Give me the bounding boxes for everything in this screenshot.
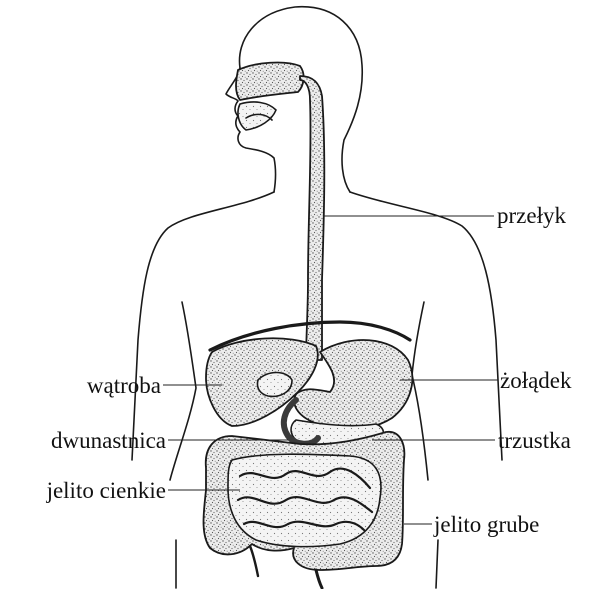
left-waist [170, 302, 196, 480]
lower-right-edge [436, 540, 438, 588]
appendix [250, 546, 258, 576]
oral-nasal-cavity [236, 63, 304, 130]
rectum [316, 570, 322, 588]
label-stomach: żołądek [500, 368, 572, 393]
label-liver: wątroba [87, 373, 161, 398]
label-pancreas: trzustka [498, 428, 571, 453]
nasal-cavity [236, 63, 304, 100]
right-waist [412, 302, 428, 480]
label-duodenum: dwunastnica [51, 428, 166, 453]
label-small-intestine: jelito cienkie [46, 478, 166, 503]
label-large-intestine: jelito grube [433, 512, 539, 537]
esophagus [300, 76, 324, 360]
small-intestine [228, 454, 381, 546]
head-outline [239, 7, 362, 192]
oral-cavity [238, 102, 276, 130]
label-esophagus: przełyk [497, 203, 566, 228]
